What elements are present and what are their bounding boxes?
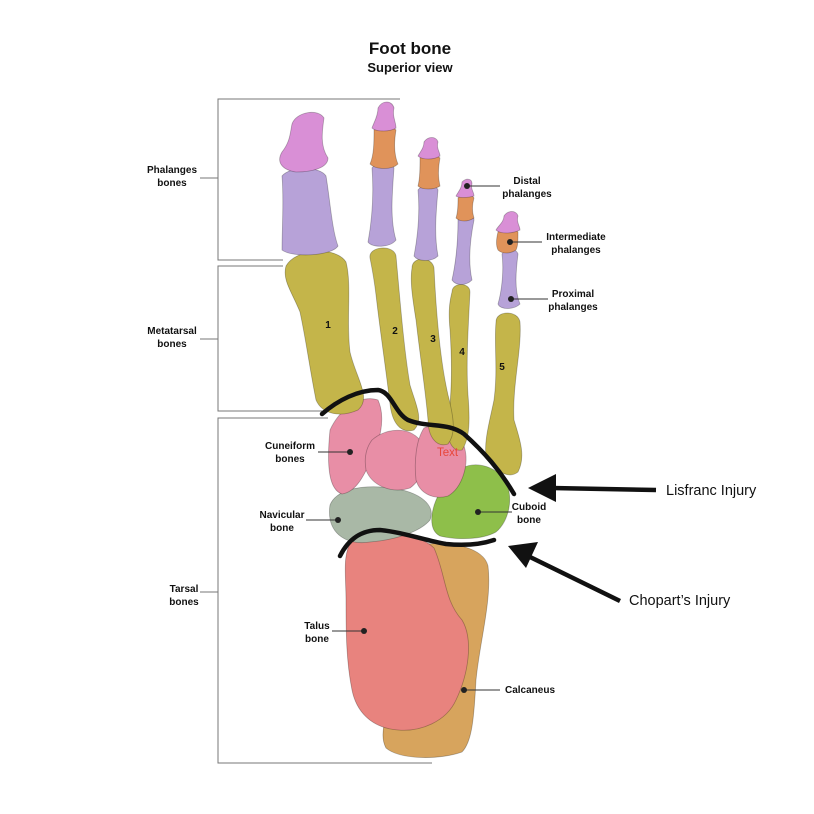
proximal-phalanx-1 bbox=[281, 168, 339, 256]
metatarsal-number-3: 3 bbox=[430, 334, 436, 345]
chopart-arrow bbox=[508, 542, 621, 604]
calcaneus-dot bbox=[461, 687, 467, 693]
proximal-phalanx-3 bbox=[413, 185, 439, 261]
intermediate-phalanx-4 bbox=[455, 194, 475, 222]
metatarsal-3-bone bbox=[410, 258, 454, 446]
metatarsal-number-4: 4 bbox=[459, 347, 465, 358]
metatarsal-number-1: 1 bbox=[325, 320, 331, 331]
lisfranc-joint-line bbox=[319, 387, 517, 497]
intermediate-cuneiform-bone bbox=[364, 429, 425, 491]
metatarsal-number-2: 2 bbox=[392, 326, 398, 337]
proximal-phalanx-2 bbox=[367, 163, 397, 247]
proximal-phalanx-4 bbox=[451, 215, 475, 285]
chopart-injury-label: Chopart’s Injury bbox=[629, 593, 731, 609]
distal-phalanx-2 bbox=[371, 101, 397, 132]
intermediate-dot bbox=[507, 239, 513, 245]
intermediate-phalanx-2 bbox=[369, 126, 399, 169]
chopart-joint-line bbox=[337, 527, 497, 559]
phalanges-bracket bbox=[217, 98, 400, 261]
talus-dot bbox=[361, 628, 367, 634]
navicular-dot bbox=[335, 517, 341, 523]
metatarsal-5-bone bbox=[485, 312, 523, 476]
distal-dot bbox=[464, 183, 470, 189]
distal-phalanx-5 bbox=[495, 211, 521, 234]
metatarsal-number-5: 5 bbox=[499, 362, 505, 373]
cuneiform-dot bbox=[347, 449, 353, 455]
lisfranc-arrow bbox=[528, 474, 657, 502]
distal-phalanx-3 bbox=[417, 137, 441, 160]
metatarsal-1-bone bbox=[284, 250, 364, 415]
diagram-subtitle: Superior view bbox=[367, 60, 453, 75]
lisfranc-injury-label: Lisfranc Injury bbox=[666, 483, 757, 499]
diagram-title: Foot bone bbox=[369, 39, 451, 58]
distal-phalanx-4 bbox=[455, 178, 475, 198]
calcaneus-label: Calcaneus bbox=[505, 685, 555, 696]
overlay-text: Text bbox=[437, 447, 459, 459]
cuboid-dot bbox=[475, 509, 481, 515]
intermediate-phalanx-3 bbox=[417, 154, 441, 190]
proximal-dot bbox=[508, 296, 514, 302]
metatarsal-2-bone bbox=[369, 247, 420, 432]
tarsal-bracket bbox=[217, 417, 432, 764]
talus-bone bbox=[344, 532, 469, 731]
navicular-bone bbox=[329, 486, 432, 544]
metatarsal-4-bone bbox=[447, 284, 471, 451]
distal-phalanx-1 bbox=[279, 111, 329, 173]
